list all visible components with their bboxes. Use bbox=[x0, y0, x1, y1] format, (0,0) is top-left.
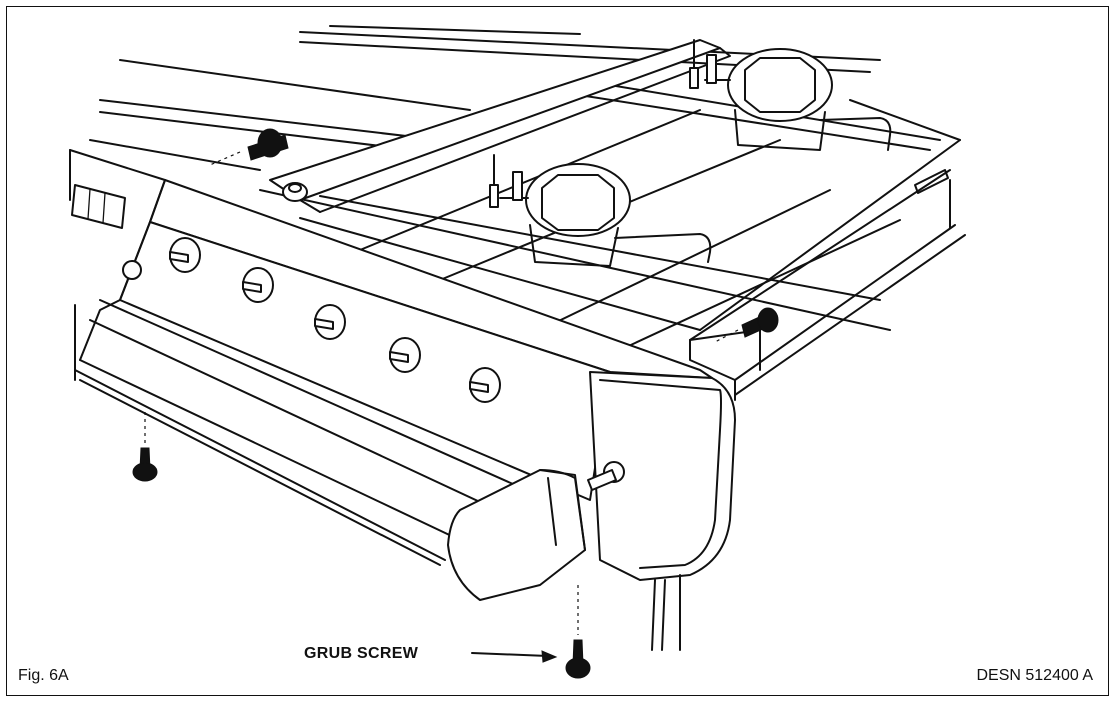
knob-2[interactable] bbox=[242, 267, 274, 303]
side-end-cap bbox=[587, 371, 736, 651]
document-code: DESN 512400 A bbox=[976, 667, 1093, 684]
grub-screw-leader-arrow bbox=[471, 650, 558, 663]
control-panel bbox=[69, 149, 713, 501]
screw-right-rail bbox=[714, 307, 779, 343]
front-grub-screw bbox=[565, 585, 591, 679]
right-side-rail bbox=[689, 139, 966, 401]
burner-rear bbox=[689, 39, 892, 151]
figure-label: Fig. 6A bbox=[18, 667, 69, 684]
knob-5[interactable] bbox=[469, 367, 501, 403]
knob-1[interactable] bbox=[169, 237, 201, 273]
grub-screw-callout: GRUB SCREW bbox=[304, 645, 419, 662]
burner-front bbox=[489, 154, 712, 267]
front-handle-rail bbox=[74, 299, 561, 566]
screw-front-left bbox=[132, 412, 158, 482]
control-knobs bbox=[169, 237, 501, 403]
handle-end-bracket bbox=[447, 469, 586, 601]
spacer-washer bbox=[282, 182, 308, 202]
knob-3[interactable] bbox=[314, 304, 346, 340]
screw-top-left bbox=[209, 128, 289, 166]
knob-4[interactable] bbox=[389, 337, 421, 373]
